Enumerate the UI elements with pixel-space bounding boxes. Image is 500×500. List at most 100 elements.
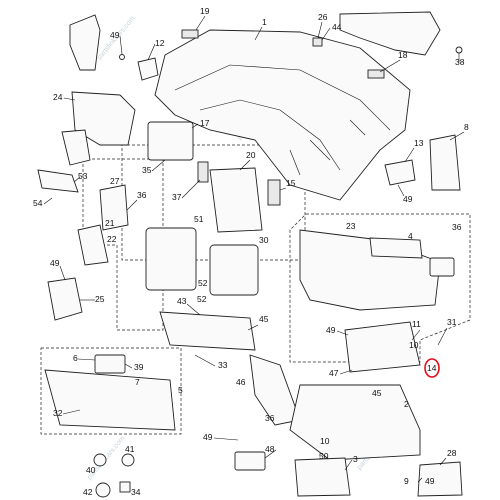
switch-panel-lower — [77, 224, 109, 266]
switch-bezel — [99, 184, 129, 231]
dashboard-carrier — [154, 29, 411, 201]
coin-tray — [294, 457, 351, 497]
trim-strip-4 — [369, 237, 423, 259]
callout-5: 5 — [178, 385, 183, 395]
callout-11: 11 — [412, 319, 421, 329]
radio-bezel — [209, 244, 259, 296]
callout-20: 20 — [246, 150, 256, 160]
center-vent-right — [267, 179, 281, 206]
callout-45: 45 — [259, 314, 269, 324]
callout-49-c: 49 — [50, 258, 60, 268]
callout-27: 27 — [110, 176, 120, 186]
callout-17: 17 — [200, 118, 210, 128]
glovebox-door — [44, 369, 176, 431]
clip-40 — [93, 453, 107, 467]
callout-32: 32 — [53, 408, 63, 418]
left-knee-trim — [37, 169, 79, 193]
callout-34: 34 — [131, 487, 141, 497]
callout-18: 18 — [398, 50, 408, 60]
callout-51: 51 — [194, 214, 204, 224]
lower-center-trim — [159, 311, 256, 351]
callout-10-b: 10 — [320, 436, 330, 446]
instrument-cluster-hood — [71, 91, 136, 146]
callout-40: 40 — [86, 465, 96, 475]
lower-console-panel — [289, 384, 421, 461]
callout-45-b: 45 — [372, 388, 382, 398]
callout-50: 50 — [319, 451, 329, 461]
callout-21: 21 — [105, 218, 115, 228]
vent-36b — [429, 257, 455, 277]
callout-37: 37 — [172, 192, 182, 202]
screw-34 — [119, 481, 131, 493]
callout-25: 25 — [95, 294, 105, 304]
screw-49a — [119, 54, 125, 60]
callout-12: 12 — [155, 38, 165, 48]
callout-41: 41 — [125, 444, 135, 454]
callout-8: 8 — [464, 122, 469, 132]
climate-control-panel — [147, 121, 194, 161]
callout-47: 47 — [329, 368, 339, 378]
defrost-grille — [181, 29, 199, 39]
center-stack-frame — [209, 167, 263, 233]
callout-49: 49 — [110, 30, 120, 40]
group-box-glovebox — [40, 347, 182, 435]
callout-24: 24 — [53, 92, 63, 102]
callout-48: 48 — [265, 444, 275, 454]
display-bezel — [145, 227, 197, 291]
callout-35: 35 — [142, 165, 152, 175]
center-vent-left — [197, 161, 209, 183]
callout-7: 7 — [135, 377, 140, 387]
callout-49-e: 49 — [203, 432, 213, 442]
callout-54: 54 — [33, 198, 43, 208]
callout-28: 28 — [447, 448, 457, 458]
callout-26: 26 — [318, 12, 328, 22]
console-pocket — [417, 461, 463, 497]
center-console-bracket — [249, 354, 301, 426]
highlight-ring — [424, 358, 440, 378]
callout-49-d: 49 — [326, 325, 336, 335]
glovebox-bin — [344, 321, 421, 373]
callout-36-b: 36 — [452, 222, 462, 232]
callout-15: 15 — [286, 178, 296, 188]
callout-3: 3 — [353, 454, 358, 464]
callout-43: 43 — [177, 296, 187, 306]
left-vent — [137, 57, 159, 81]
callout-6: 6 — [73, 353, 78, 363]
callout-22: 22 — [107, 234, 117, 244]
group-box-center — [121, 144, 306, 261]
callout-23: 23 — [346, 221, 356, 231]
callout-19: 19 — [200, 6, 210, 16]
callout-13: 13 — [414, 138, 424, 148]
callout-2: 2 — [404, 399, 409, 409]
callout-49-f: 49 — [425, 476, 435, 486]
clip-41 — [121, 453, 135, 467]
callout-31: 31 — [447, 317, 457, 327]
storage-tray — [234, 451, 266, 471]
callout-36-a: 36 — [137, 190, 147, 200]
right-vent — [384, 159, 416, 186]
callout-10: 10 — [409, 340, 419, 350]
leader-lines — [43, 15, 465, 483]
callout-labels: 1 19 26 44 49 12 18 38 24 17 8 13 20 35 … — [33, 6, 469, 497]
callout-30: 30 — [259, 235, 269, 245]
callout-39: 39 — [134, 362, 144, 372]
callout-9: 9 — [404, 476, 409, 486]
clip-44 — [312, 37, 323, 47]
callout-44: 44 — [332, 22, 342, 32]
callout-36-c: 36 — [265, 413, 275, 423]
grommet-42 — [95, 482, 111, 498]
callout-49-b: 49 — [403, 194, 413, 204]
right-end-cap — [429, 134, 461, 191]
callout-53: 53 — [78, 171, 88, 181]
callout-52-b: 52 — [197, 294, 207, 304]
glovebox-latch — [94, 354, 126, 374]
callout-1: 1 — [262, 17, 267, 27]
lower-left-panel — [47, 277, 83, 321]
defrost-duct — [339, 11, 441, 56]
callout-52-a: 52 — [198, 278, 208, 288]
callout-42: 42 — [83, 487, 93, 497]
steering-column-trim — [61, 129, 91, 166]
callout-14: 14 — [427, 363, 437, 373]
callout-38: 38 — [455, 57, 465, 67]
